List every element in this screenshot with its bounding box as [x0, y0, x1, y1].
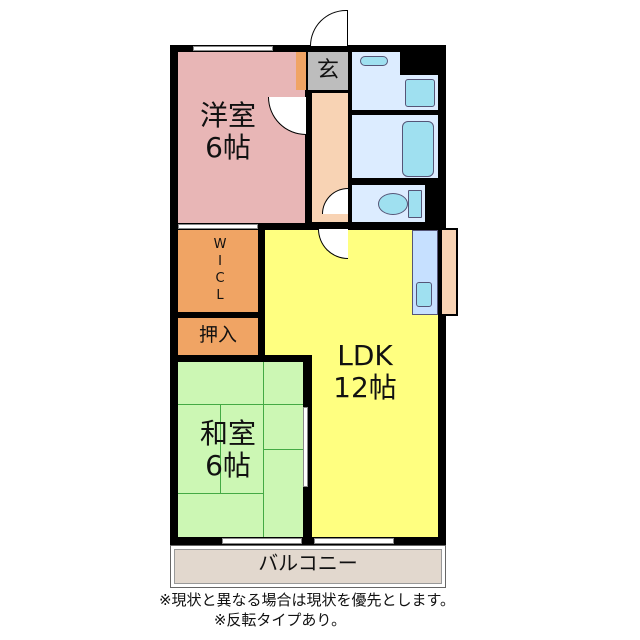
- sliding-door[interactable]: [303, 407, 308, 487]
- room-size: 6帖: [205, 131, 251, 165]
- entrance-label: 玄: [316, 58, 339, 83]
- toilet-tank: [408, 190, 422, 218]
- room-name: 洋室: [200, 99, 257, 132]
- note: ※反転タイプあり。: [213, 611, 347, 629]
- stove: [416, 282, 432, 307]
- balcony-label: バルコニー: [258, 551, 358, 575]
- wic-letter: L: [216, 288, 224, 303]
- room-name: 和室: [200, 417, 257, 450]
- entrance: [308, 52, 348, 90]
- wic-letter: I: [218, 254, 222, 269]
- wic-door[interactable]: [178, 224, 258, 229]
- bathtub: [402, 121, 434, 177]
- window: [222, 538, 302, 544]
- window: [193, 46, 273, 51]
- tatami-lines: [178, 362, 303, 537]
- balcony: [170, 545, 446, 588]
- walk-in-closet: [178, 230, 258, 312]
- wic-letter: C: [215, 271, 225, 286]
- sink: [360, 56, 388, 66]
- room-size: 6帖: [205, 449, 251, 483]
- toilet: [378, 193, 408, 215]
- washing-machine: [405, 79, 435, 107]
- closet-label: 押入: [198, 324, 237, 346]
- western-room: [178, 52, 305, 223]
- note: ※現状と異なる場合は現状を優先とします。: [158, 591, 456, 609]
- room-name: LDK: [337, 339, 393, 372]
- room-size: 12帖: [333, 371, 397, 405]
- wic-letter: W: [213, 237, 227, 252]
- front-door[interactable]: [310, 10, 348, 46]
- closet: [178, 318, 258, 355]
- shoe-closet: [296, 52, 306, 90]
- window: [314, 538, 394, 544]
- kitchen-window: [440, 228, 458, 316]
